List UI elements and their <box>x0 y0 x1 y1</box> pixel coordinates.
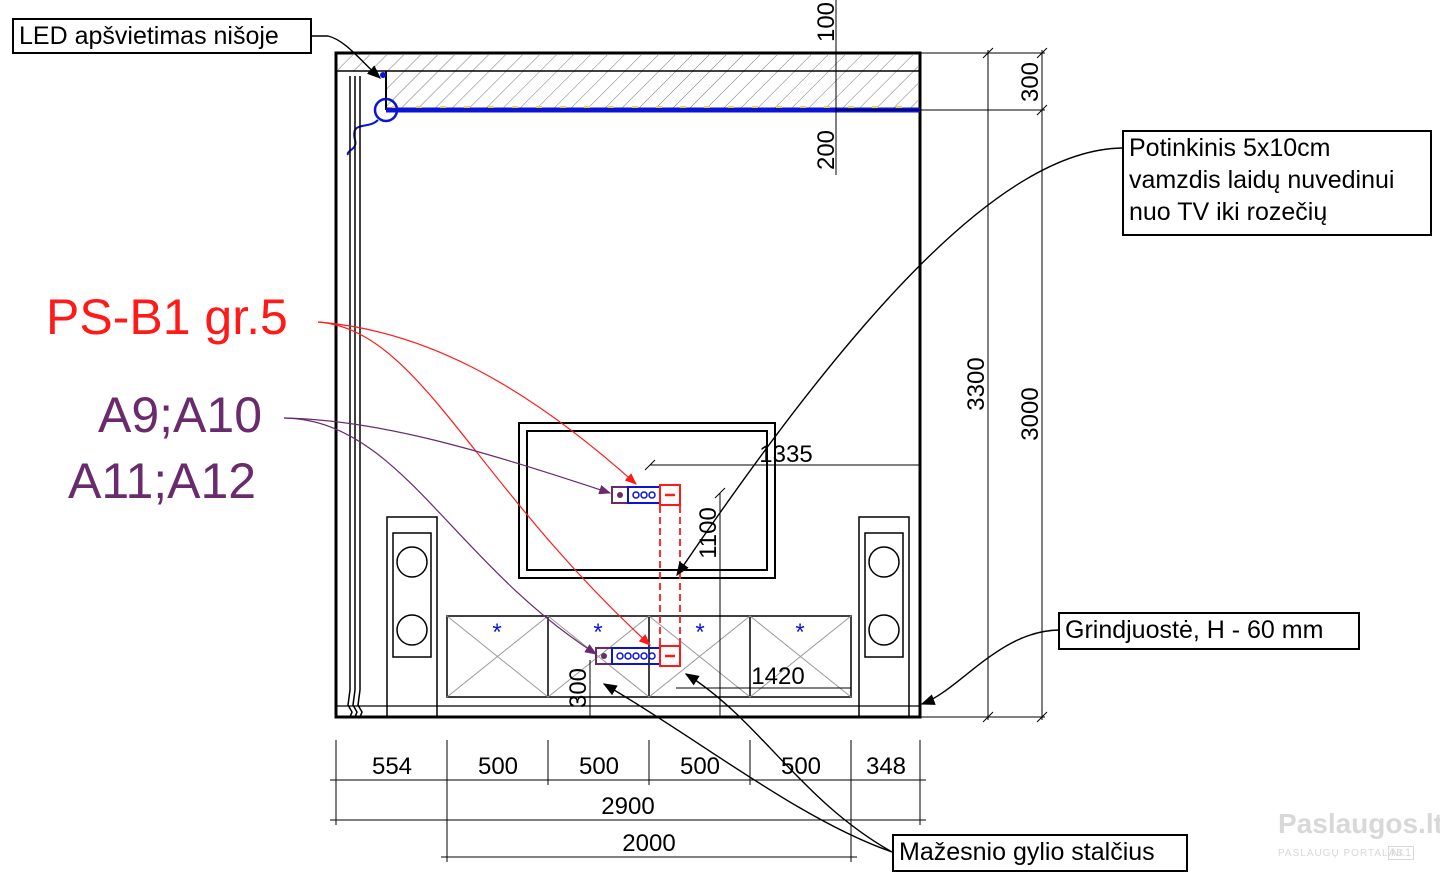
callout-pipe-line-1: Potinkinis 5x10cm <box>1129 134 1331 162</box>
dim-socket-300: 300 <box>565 668 592 708</box>
watermark-badge: Nr.1 <box>1388 846 1415 860</box>
dim-top-300: 300 <box>1017 62 1044 102</box>
watermark-brand: Paslaugos.lt <box>1278 808 1440 839</box>
socket-group-lower <box>595 645 681 667</box>
callout-pipe-line-2: vamzdis laidų nuvedinui <box>1129 166 1395 194</box>
dim-socket-1420: 1420 <box>751 663 804 690</box>
speaker-left <box>386 516 438 718</box>
svg-text:*: * <box>593 619 602 646</box>
dim-top-200: 200 <box>813 130 840 170</box>
power-leaders <box>317 321 651 646</box>
ceiling-niche <box>336 55 920 113</box>
hidden-pipe <box>659 506 681 646</box>
data-circuit-label-1: A9;A10 <box>98 387 263 443</box>
top-dimension-lines <box>835 0 1048 723</box>
dim-bottom-500-d: 500 <box>781 753 821 780</box>
callout-hidden-pipe: Potinkinis 5x10cm vamzdis laidų nuvedinu… <box>1122 130 1432 236</box>
left-conduit <box>347 76 363 718</box>
callout-leaders <box>312 35 1123 853</box>
dim-bottom-500-c: 500 <box>680 753 720 780</box>
wall-outline <box>334 51 922 719</box>
callout-drawers-text: Mažesnio gylio stalčius <box>899 838 1155 866</box>
drawer-cabinet: * * * * <box>446 615 852 698</box>
bottom-dimension-lines <box>330 740 926 862</box>
dim-top-100: 100 <box>813 2 840 42</box>
dim-height-3000: 3000 <box>1017 387 1044 440</box>
svg-text:*: * <box>695 619 704 646</box>
callout-led-text: LED apšvietimas nišoje <box>19 22 279 50</box>
callout-led-niche: LED apšvietimas nišoje <box>12 18 312 54</box>
dim-bottom-500-a: 500 <box>478 753 518 780</box>
svg-text:*: * <box>795 619 804 646</box>
callout-pipe-line-3: nuo TV iki rozečių <box>1129 198 1328 226</box>
tv-frame <box>518 422 776 579</box>
dim-bottom-348: 348 <box>866 753 906 780</box>
dim-cabinet-2000: 2000 <box>622 830 675 857</box>
dim-bottom-554: 554 <box>372 753 412 780</box>
socket-group-upper <box>611 484 681 506</box>
svg-text:*: * <box>492 619 501 646</box>
speaker-right <box>858 516 910 718</box>
data-circuit-label-2: A11;A12 <box>68 453 257 509</box>
dim-height-3300: 3300 <box>963 357 990 410</box>
callout-skirting: Grindjuostė, H - 60 mm <box>1058 612 1360 650</box>
dim-total-2900: 2900 <box>601 793 654 820</box>
dim-bottom-500-b: 500 <box>579 753 619 780</box>
data-leaders <box>283 417 612 655</box>
power-circuit-label: PS-B1 gr.5 <box>46 289 288 345</box>
watermark-sub: PASLAUGŲ PORTALAS <box>1278 848 1404 859</box>
inner-dimension-lines <box>589 459 920 717</box>
callout-skirting-text: Grindjuostė, H - 60 mm <box>1065 616 1324 644</box>
dim-tv-1335: 1335 <box>759 441 812 468</box>
dim-tv-1100: 1100 <box>695 507 722 559</box>
callout-drawers: Mažesnio gylio stalčius <box>892 834 1188 872</box>
